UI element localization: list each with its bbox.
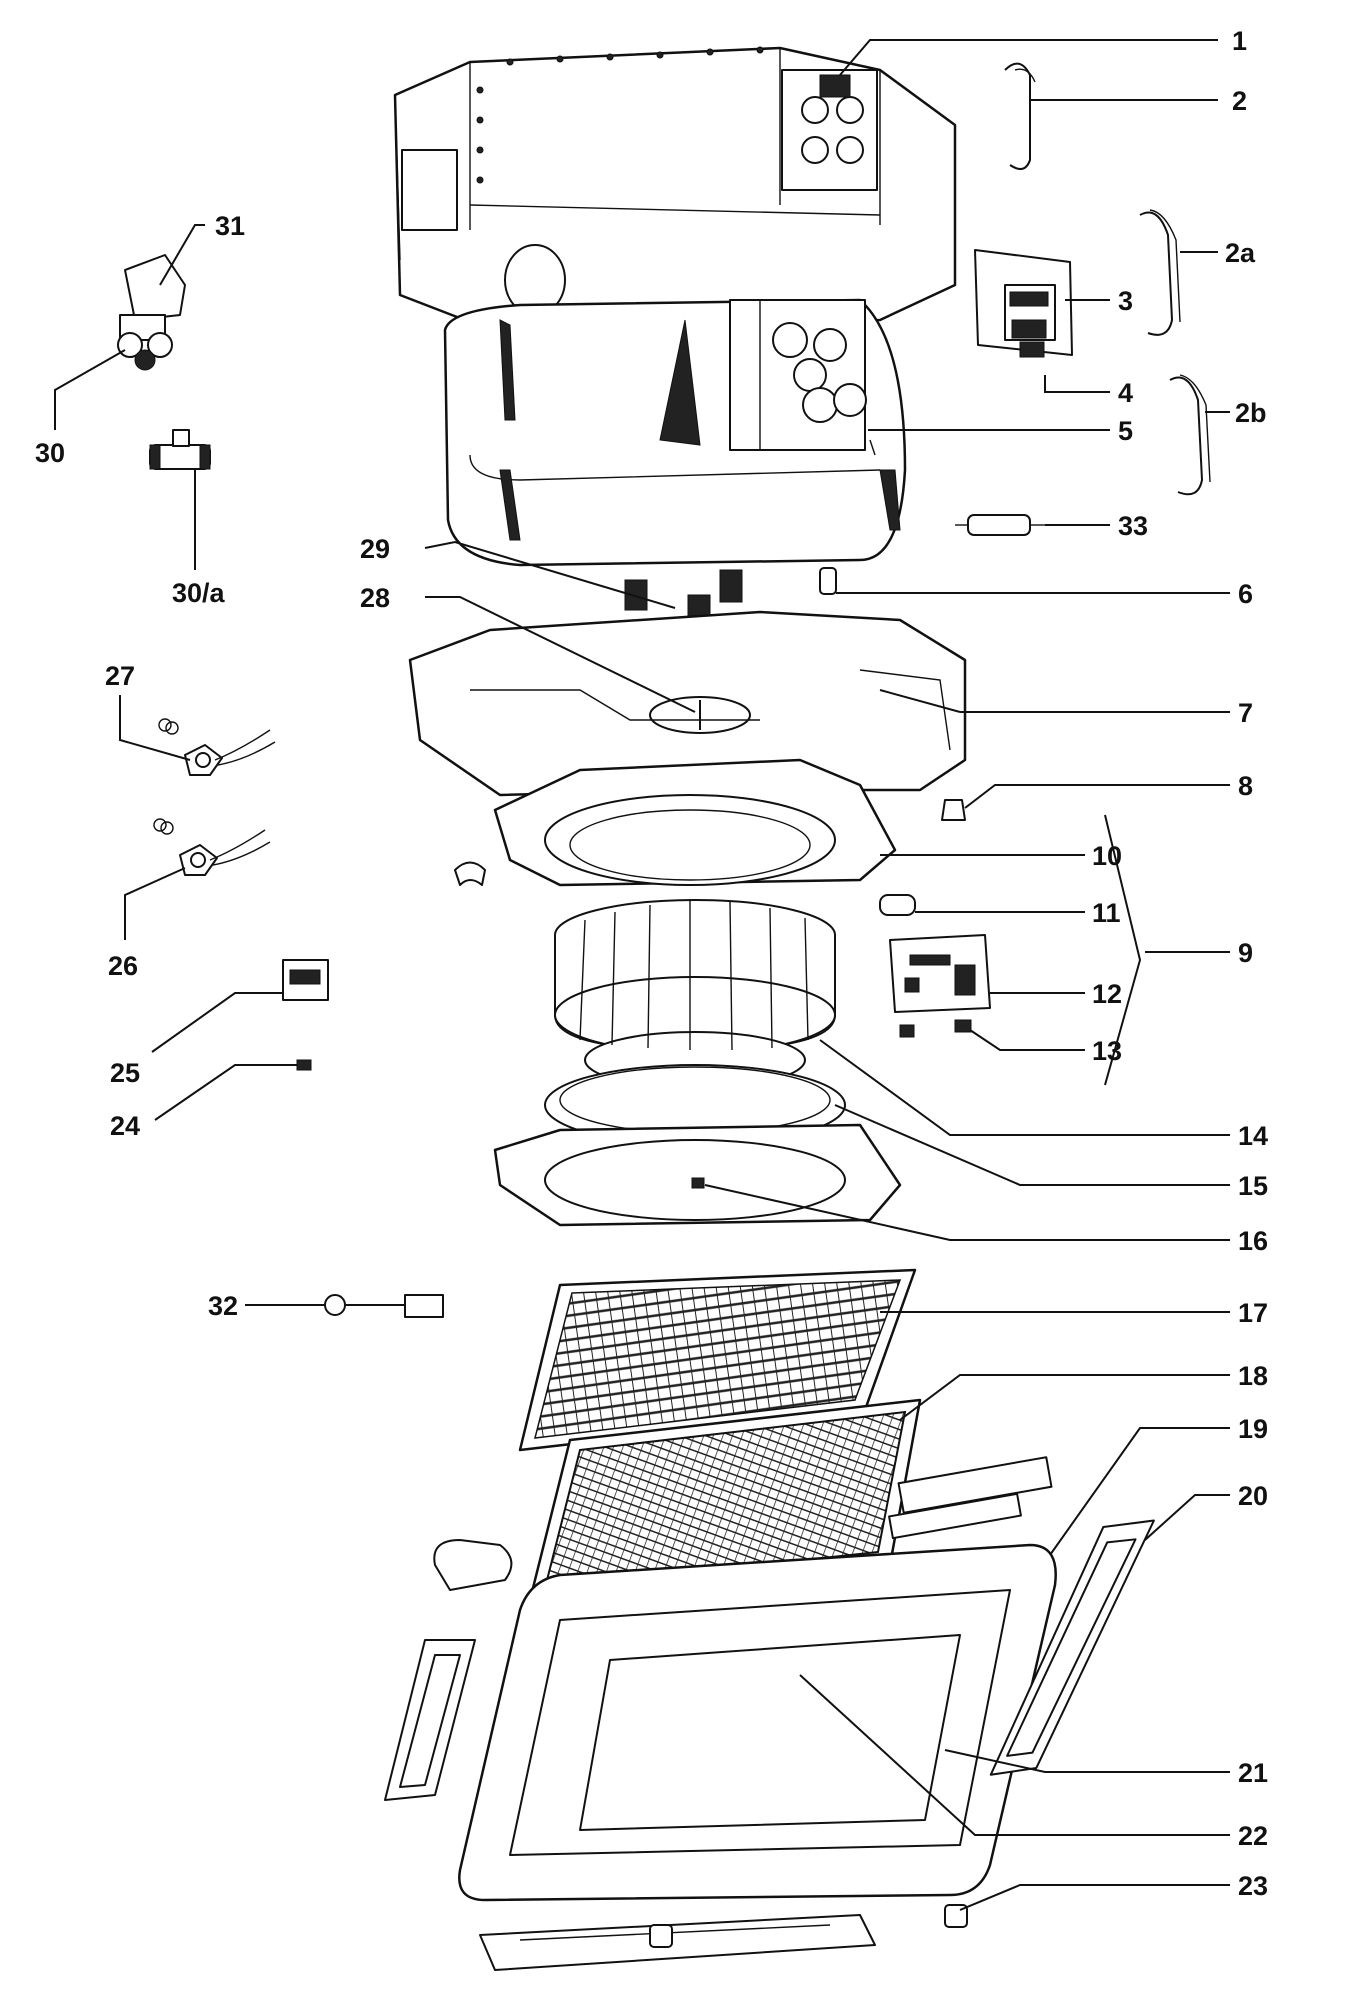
tee-30a	[149, 429, 211, 470]
plate-16	[493, 1123, 902, 1227]
louver-strip-bottom	[479, 1914, 876, 1971]
label-9: 9	[1238, 938, 1253, 968]
thermistor-26	[153, 818, 271, 876]
part-32	[324, 1294, 444, 1318]
fittings-29	[624, 569, 743, 624]
label-29: 29	[360, 534, 390, 564]
capacitor-11	[879, 894, 916, 916]
leader-lines	[54, 39, 1230, 1911]
stud-8	[941, 799, 966, 821]
label-22: 22	[1238, 1821, 1268, 1851]
label-18: 18	[1238, 1361, 1268, 1391]
unit-housing	[393, 46, 957, 567]
label-14: 14	[1238, 1121, 1268, 1151]
thermistor-27	[158, 718, 276, 776]
label-17: 17	[1238, 1298, 1268, 1328]
label-27: 27	[105, 661, 135, 691]
label-8: 8	[1238, 771, 1253, 801]
label-30: 30	[35, 438, 65, 468]
label-26: 26	[108, 951, 138, 981]
valve-coil-31	[117, 254, 186, 371]
label-4: 4	[1118, 378, 1133, 408]
panel-frame-19	[433, 1456, 1057, 1902]
label-15: 15	[1238, 1171, 1268, 1201]
control-box-3	[974, 249, 1073, 358]
label-25: 25	[110, 1058, 140, 1088]
label-7: 7	[1238, 698, 1253, 728]
orifice-ring-10	[493, 758, 897, 887]
label-28: 28	[360, 583, 390, 613]
label-2: 2	[1232, 86, 1247, 116]
screws-23	[649, 1904, 968, 1948]
label-32: 32	[208, 1291, 238, 1321]
fan-wheel-14	[554, 899, 836, 1089]
label-21: 21	[1238, 1758, 1268, 1788]
label-13: 13	[1092, 1036, 1122, 1066]
pcb-12	[889, 934, 991, 1013]
label-2b: 2b	[1235, 398, 1267, 428]
fuse-33	[955, 514, 1045, 536]
label-2a: 2a	[1225, 238, 1256, 268]
label-19: 19	[1238, 1414, 1268, 1444]
label-11: 11	[1092, 898, 1121, 928]
label-6: 6	[1238, 579, 1253, 609]
part-24	[296, 1059, 312, 1071]
label-23: 23	[1238, 1871, 1268, 1901]
pipe-2b	[1169, 376, 1203, 496]
label-24: 24	[110, 1111, 140, 1141]
connector-13	[954, 1019, 972, 1033]
label-5: 5	[1118, 416, 1133, 446]
mesh-grille-18	[528, 1398, 922, 1602]
label-3: 3	[1118, 286, 1133, 316]
group-bracket-9	[1104, 814, 1142, 1086]
part-25	[282, 959, 329, 1001]
pipe-2	[1004, 62, 1031, 170]
label-1: 1	[1232, 26, 1247, 56]
label-31: 31	[215, 211, 245, 241]
label-12: 12	[1092, 979, 1122, 1009]
callout-labels: 1 2 2a 3 4 2b 5 33 6 7 8 10 11 9 12 13 1…	[35, 26, 1268, 1901]
louver-panel-20	[384, 1519, 1155, 1801]
label-30a: 30/a	[172, 578, 226, 608]
label-16: 16	[1238, 1226, 1268, 1256]
clip-left	[454, 861, 486, 886]
label-10: 10	[1092, 841, 1122, 871]
pipe-2a	[1139, 211, 1173, 336]
fan-frame-7	[408, 610, 967, 797]
label-33: 33	[1118, 511, 1148, 541]
label-20: 20	[1238, 1481, 1268, 1511]
air-filter-17	[518, 1268, 917, 1452]
plug-6	[819, 567, 837, 595]
